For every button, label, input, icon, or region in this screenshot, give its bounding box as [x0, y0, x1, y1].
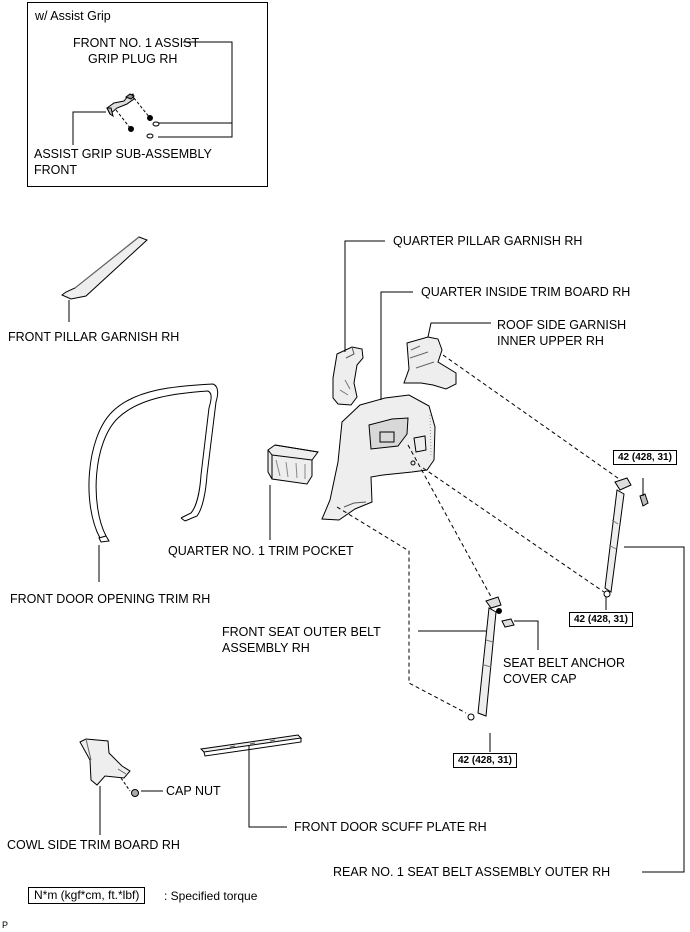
assist-grip-plug-parts: [128, 115, 160, 139]
quarter-inside-trim-board-part: [321, 394, 436, 521]
label-quarter-inside-trim-board: QUARTER INSIDE TRIM BOARD RH: [421, 285, 631, 299]
label-assist-grip-plug-line2: GRIP PLUG RH: [88, 52, 178, 66]
rear-seat-belt-part: [603, 477, 649, 598]
roof-side-garnish-part: [403, 322, 491, 390]
label-front-door-opening-trim: FRONT DOOR OPENING TRIM RH: [10, 592, 211, 606]
label-roof-side-garnish-line2: INNER UPPER RH: [497, 334, 604, 348]
rear-belt-leader: [624, 546, 685, 873]
cowl-side-trim-board-part: [79, 738, 131, 786]
front-door-opening-trim-part: [88, 383, 219, 543]
assembly-guide-lines: [336, 354, 633, 714]
torque-spec-rear-belt-upper: 42 (428, 31): [613, 450, 677, 465]
label-roof-side-garnish-line1: ROOF SIDE GARNISH: [497, 318, 627, 332]
corner-mark: P: [2, 920, 9, 930]
torque-spec-rear-belt-lower: 42 (428, 31): [569, 612, 633, 627]
label-assist-grip-line2: FRONT: [34, 163, 78, 177]
label-anchor-cover-cap-line1: SEAT BELT ANCHOR: [503, 656, 626, 670]
label-quarter-trim-pocket: QUARTER NO. 1 TRIM POCKET: [168, 544, 354, 558]
label-anchor-cover-cap-line2: COVER CAP: [503, 672, 577, 686]
label-front-seat-belt-line2: ASSEMBLY RH: [222, 641, 310, 655]
label-rear-seat-belt: REAR NO. 1 SEAT BELT ASSEMBLY OUTER RH: [333, 865, 611, 879]
quarter-pillar-garnish-part: [332, 346, 364, 406]
cowl-dashed-guide: [120, 777, 131, 792]
front-seat-belt-part: [467, 596, 502, 721]
label-front-pillar-garnish: FRONT PILLAR GARNISH RH: [8, 330, 180, 344]
quarter-trim-pocket-part: [267, 444, 319, 485]
scuff-plate-leader: [248, 746, 287, 828]
legend-unit-box: N*m (kgf*cm, ft.*lbf): [28, 887, 146, 904]
scuff-plate-part: [199, 734, 303, 757]
assist-grip-part: [106, 93, 135, 118]
front-pillar-garnish-part: [61, 236, 148, 300]
label-front-door-scuff-plate: FRONT DOOR SCUFF PLATE RH: [294, 820, 487, 834]
grip-leader-line: [72, 111, 106, 145]
inset-dashed-guides: [115, 97, 151, 130]
label-front-seat-belt-line1: FRONT SEAT OUTER BELT: [222, 625, 381, 639]
torque-spec-front-belt: 42 (428, 31): [453, 753, 517, 768]
label-cowl-side-trim-board: COWL SIDE TRIM BOARD RH: [7, 838, 180, 852]
plug-leader-line: [158, 41, 233, 138]
inset-title: w/ Assist Grip: [35, 9, 111, 23]
label-assist-grip-plug-line1: FRONT NO. 1 ASSIST: [73, 36, 200, 50]
label-assist-grip-line1: ASSIST GRIP SUB-ASSEMBLY: [34, 147, 212, 161]
legend-text: : Specified torque: [164, 889, 258, 903]
cap-nut-part: [131, 789, 139, 797]
quarter-inside-leader: [380, 291, 413, 400]
anchor-cover-cap-part: [501, 618, 515, 628]
label-quarter-pillar-garnish: QUARTER PILLAR GARNISH RH: [393, 234, 583, 248]
label-cap-nut: CAP NUT: [166, 784, 221, 798]
assist-grip-inset: [27, 2, 268, 187]
anchor-cap-leader: [514, 620, 539, 650]
quarter-pillar-leader: [344, 240, 385, 352]
